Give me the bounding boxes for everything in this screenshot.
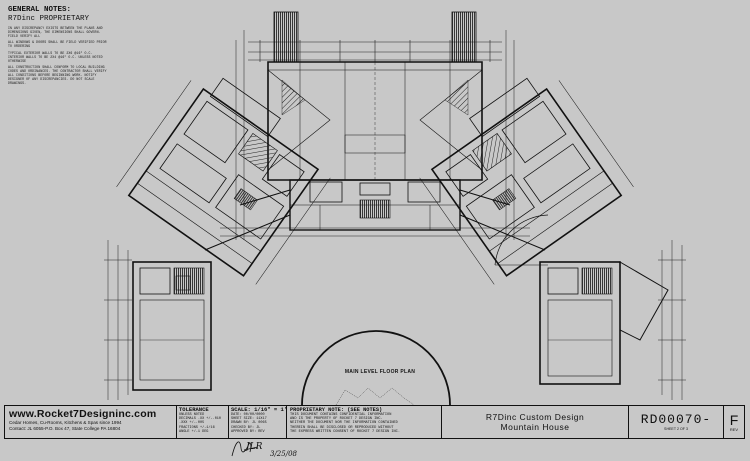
signature-date: 3/25/08	[270, 450, 297, 458]
tolerance-line: ANGLE +/-1 DEG	[179, 429, 209, 434]
proprietary-box: PROPRIETARY NOTE: (SEE NOTES) THIS DOCUM…	[287, 406, 442, 438]
revision-box: F REV	[724, 406, 744, 438]
scale-line: DATE: 00/00/0000	[231, 413, 265, 417]
general-notes: GENERAL NOTES: R7Dinc PROPRIETARY IN ANY…	[8, 6, 108, 85]
proprietary-line: AND IS THE PROPERTY OF ROCKET 7 DESIGN I…	[290, 417, 383, 422]
scale-line: APPROVED BY: REV	[231, 429, 265, 434]
revision-label: REV	[729, 426, 739, 432]
tolerance-line: FRACTIONS +/-1/16	[179, 425, 215, 430]
project-title-line-2: Mountain House	[500, 422, 570, 432]
project-title-line-1: R7Dinc Custom Design	[485, 412, 585, 422]
company-line-2: Contact: JL 6055-P.O. Box 47, State Coll…	[9, 425, 121, 431]
dimension-lines	[107, 30, 683, 400]
tolerance-line: .XXX +/-.005	[179, 421, 205, 426]
drawing-number-box: RD00070- SHEET 2 OF 3	[629, 406, 724, 438]
scale-box: SCALE: 1/16" = 1' DATE: 00/00/0000 SHEET…	[229, 406, 287, 438]
tolerance-box: TOLERANCE UNLESS NOTED DECIMALS .XX +/-.…	[177, 406, 229, 438]
drawing-number: RD00070-	[640, 412, 712, 427]
plan-label: MAIN LEVEL FLOOR PLAN	[344, 369, 416, 375]
signature-scribble	[231, 441, 259, 457]
wing-connectors	[204, 189, 546, 251]
signature-initials: JLR	[246, 442, 263, 452]
scale-line: DRAWN BY: JL 0065	[231, 421, 267, 426]
circular-terrace	[301, 330, 451, 406]
proprietary-line: THEREIN SHALL BE DISCLOSED OR REPRODUCED…	[290, 425, 394, 430]
company-website: www.Rocket7Designinc.com	[9, 408, 157, 420]
proprietary-line: THE EXPRESS WRITTEN CONSENT OF ROCKET 7 …	[290, 429, 400, 434]
notes-company: R7Dinc PROPRIETARY	[8, 15, 90, 23]
tolerance-line: DECIMALS .XX +/-.010	[179, 417, 222, 422]
scale-line: CHECKED BY: JL	[231, 425, 261, 430]
scale-line: SHEET SIZE: 11X17	[231, 417, 267, 422]
notes-title: GENERAL NOTES:	[8, 6, 72, 14]
right-wing	[419, 77, 634, 285]
tolerance-title: TOLERANCE	[179, 406, 209, 413]
note-3: TYPICAL EXTERIOR WALLS TO BE 2X6 @16" O.…	[8, 50, 103, 63]
dimension-ticks	[104, 40, 686, 381]
tolerance-line: UNLESS NOTED	[179, 413, 205, 417]
note-4: ALL CONSTRUCTION SHALL CONFORM TO LOCAL …	[8, 65, 107, 85]
right-lower-wing	[494, 214, 669, 385]
company-line-1: Cedar Homes, Cu-Rooms, Kitchens & Spas s…	[9, 420, 122, 425]
central-great-room	[267, 11, 483, 231]
company-info: www.Rocket7Designinc.com Cedar Homes, Cu…	[5, 406, 177, 438]
left-wing	[116, 77, 331, 285]
note-2: ALL WINDOWS & DOORS SHALL BE FIELD VERIF…	[8, 40, 107, 49]
revision-letter: F	[729, 411, 739, 428]
proprietary-title: PROPRIETARY NOTE: (SEE NOTES)	[290, 407, 383, 413]
proprietary-line: THIS DOCUMENT CONTAINS CONFIDENTIAL INFO…	[290, 413, 392, 417]
left-lower-wing	[132, 261, 212, 391]
scale-title: SCALE: 1/16" = 1'	[231, 406, 287, 413]
signature: JLR 3/25/08	[230, 438, 320, 461]
project-title-box: R7Dinc Custom Design Mountain House	[442, 406, 629, 438]
sheet-number: SHEET 2 OF 3	[664, 427, 688, 431]
proprietary-line: NEITHER THE DOCUMENT NOR THE INFORMATION…	[290, 421, 398, 426]
note-1: IN ANY DISCREPANCY EXISTS BETWEEN THE PL…	[8, 26, 103, 38]
title-block: www.Rocket7Designinc.com Cedar Homes, Cu…	[4, 405, 745, 439]
